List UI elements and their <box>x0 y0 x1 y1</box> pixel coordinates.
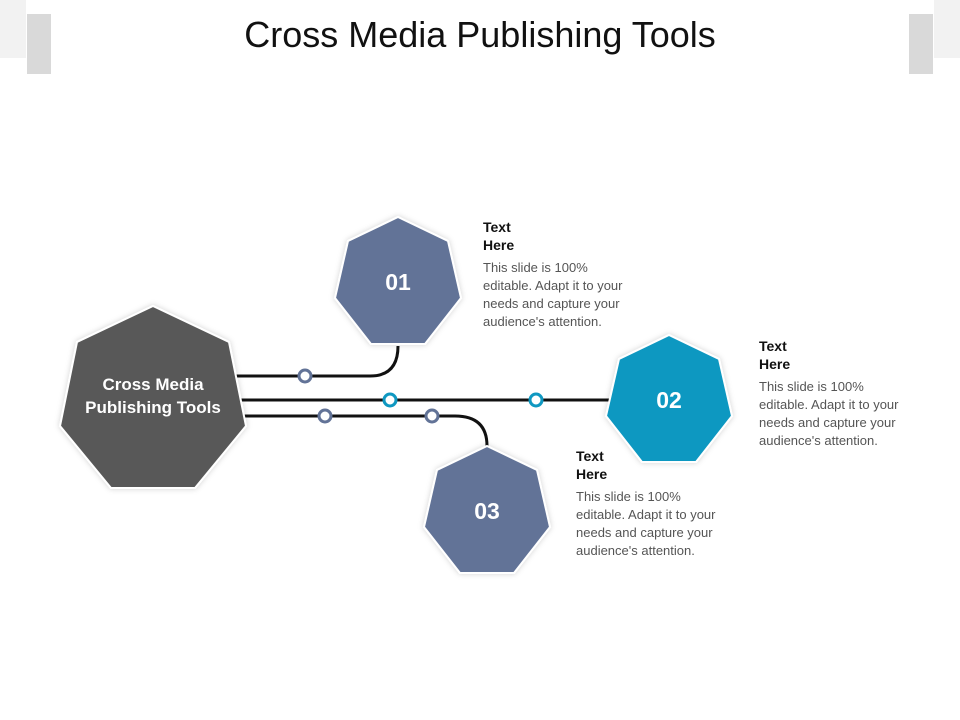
connector-dot <box>424 408 440 424</box>
node-03-heptagon <box>422 444 552 574</box>
callout-heading: Text Here <box>576 448 608 482</box>
center-heptagon <box>58 304 248 489</box>
node-02-heptagon <box>604 333 734 463</box>
connector-dot <box>297 368 313 384</box>
callout-heading: Text Here <box>759 338 791 372</box>
connector-dot <box>528 392 544 408</box>
callout-body: This slide is 100% editable. Adapt it to… <box>576 489 716 558</box>
connector-lines <box>234 345 610 447</box>
center-node-label: Cross Media Publishing Tools <box>85 375 221 417</box>
callout-02: Text Here This slide is 100% editable. A… <box>759 337 899 450</box>
callout-03: Text Here This slide is 100% editable. A… <box>576 447 716 560</box>
connector-dot <box>382 392 398 408</box>
node-03-number: 03 <box>474 497 500 524</box>
corner-decoration-left-bar <box>27 14 51 74</box>
corner-decoration-right <box>934 0 960 58</box>
connector-dot <box>317 408 333 424</box>
callout-heading: Text Here <box>483 219 515 253</box>
connector-01 <box>234 345 400 378</box>
callout-body: This slide is 100% editable. Adapt it to… <box>483 260 623 329</box>
slide-title: Cross Media Publishing Tools <box>244 14 716 55</box>
node-02-number: 02 <box>656 386 682 413</box>
connector-03 <box>240 414 489 447</box>
callout-01: Text Here This slide is 100% editable. A… <box>483 218 623 331</box>
corner-decoration-right-bar <box>909 14 933 74</box>
node-01-heptagon <box>333 215 463 345</box>
connector-dots <box>297 368 544 424</box>
corner-decoration-left <box>0 0 26 58</box>
callout-body: This slide is 100% editable. Adapt it to… <box>759 379 899 448</box>
node-01-number: 01 <box>385 268 411 295</box>
